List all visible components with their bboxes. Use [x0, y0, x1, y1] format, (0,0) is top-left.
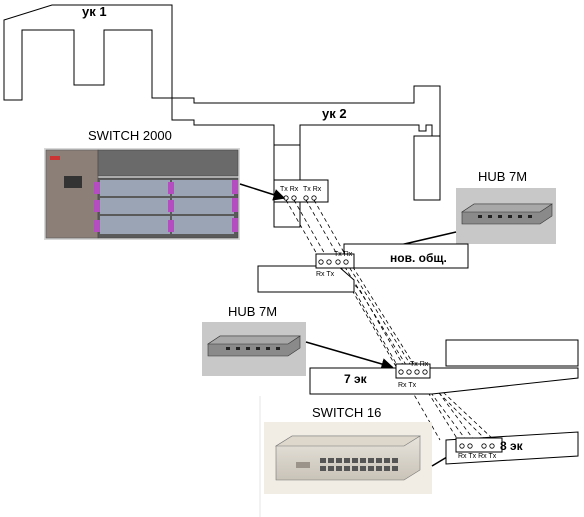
hub-mid-label: HUB 7M [228, 304, 277, 319]
room-7-port-bottom-label: Rx Tx [398, 382, 417, 389]
room-7-outline [259, 339, 579, 517]
building-1-label: ук 1 [82, 4, 107, 19]
room-8-outline [445, 431, 579, 465]
switch-2000-image [44, 148, 240, 240]
switch-2000-label: SWITCH 2000 [88, 128, 172, 143]
new-common-port-top-label: Tx Rx [334, 251, 353, 258]
room-7-port-top-label: Tx Rx [410, 361, 429, 368]
switch-16-image [264, 422, 432, 494]
new-common-port-bottom-label: Rx Tx [316, 271, 335, 278]
new-common-outline [257, 243, 469, 293]
new-common-label: нов. общ. [390, 251, 447, 265]
room-7-label: 7 эк [344, 372, 368, 386]
hub-top-image [456, 188, 556, 244]
room-8-port-label: Rx Tx Rx Tx [458, 453, 497, 460]
room-8-label: 8 эк [500, 439, 524, 453]
building-2-label: ук 2 [322, 106, 347, 121]
switch-patch-panel [273, 144, 329, 228]
hub-mid-image [202, 322, 306, 376]
switch-port-a-label: Tx Rx [280, 186, 299, 193]
switch-2000-link-arrow [239, 183, 286, 201]
switch-16-label: SWITCH 16 [312, 405, 381, 420]
building-2-outline [171, 85, 441, 201]
switch-port-b-label: Tx Rx [303, 186, 322, 193]
hub-mid-link-arrow [305, 341, 394, 370]
building-1-outline [3, 4, 173, 101]
hub-top-label: HUB 7M [478, 169, 527, 184]
